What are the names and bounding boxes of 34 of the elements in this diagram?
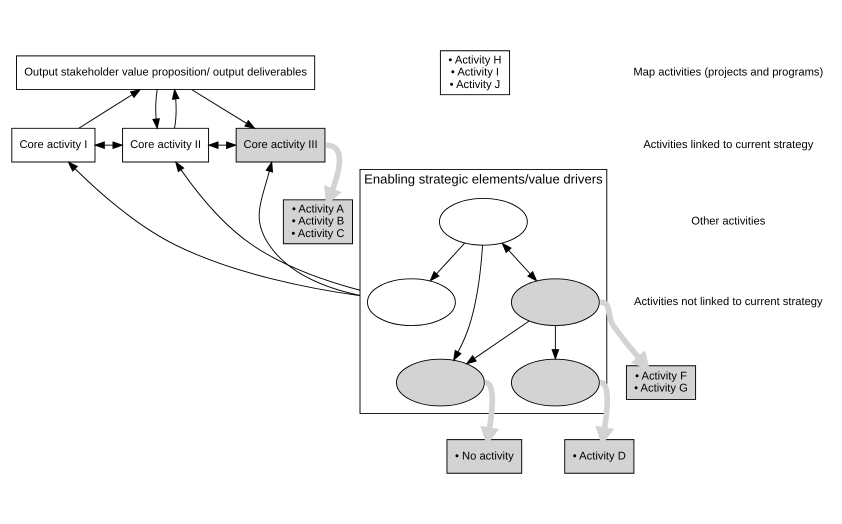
arrow — [67, 161, 360, 296]
cluster: Enabling strategic elements/value drivers — [360, 168, 608, 414]
node-ellipse — [439, 198, 528, 246]
arrow — [465, 320, 530, 365]
node-box: • Activity A • Activity B • Activity C — [282, 199, 353, 244]
arrow — [429, 242, 465, 282]
arrow — [152, 89, 160, 130]
node-ellipse — [396, 358, 485, 406]
node-ellipse — [510, 278, 600, 326]
label: Other activities — [691, 216, 766, 228]
node-box: Core activity I — [11, 128, 96, 162]
arrow — [191, 89, 256, 130]
arrow — [551, 325, 560, 360]
arrow — [174, 160, 360, 291]
node-box: • Activity H • Activity I • Activity J — [440, 50, 510, 96]
label: Map activities (projects and programs) — [633, 66, 824, 79]
node-ellipse — [510, 358, 600, 406]
label: Activities linked to current strategy — [643, 139, 814, 152]
node-box: Output stakeholder value proposition/ output deliverables — [16, 55, 316, 90]
arrow — [207, 141, 238, 150]
arrow — [258, 160, 360, 296]
node-ellipse — [367, 278, 456, 326]
node-box: • No activity — [446, 439, 522, 474]
label: Activities not linked to current strategy — [634, 296, 823, 308]
arrow — [501, 242, 538, 282]
arrow — [452, 244, 483, 362]
arrow — [324, 142, 342, 206]
node-box: • Activity F • Activity G — [626, 365, 696, 400]
arrow — [94, 141, 124, 150]
node-box: Core activity III — [236, 128, 326, 162]
arrow — [172, 88, 180, 129]
node-box: • Activity D — [564, 439, 634, 474]
arrow — [78, 88, 142, 129]
node-box: Core activity II — [122, 128, 210, 162]
